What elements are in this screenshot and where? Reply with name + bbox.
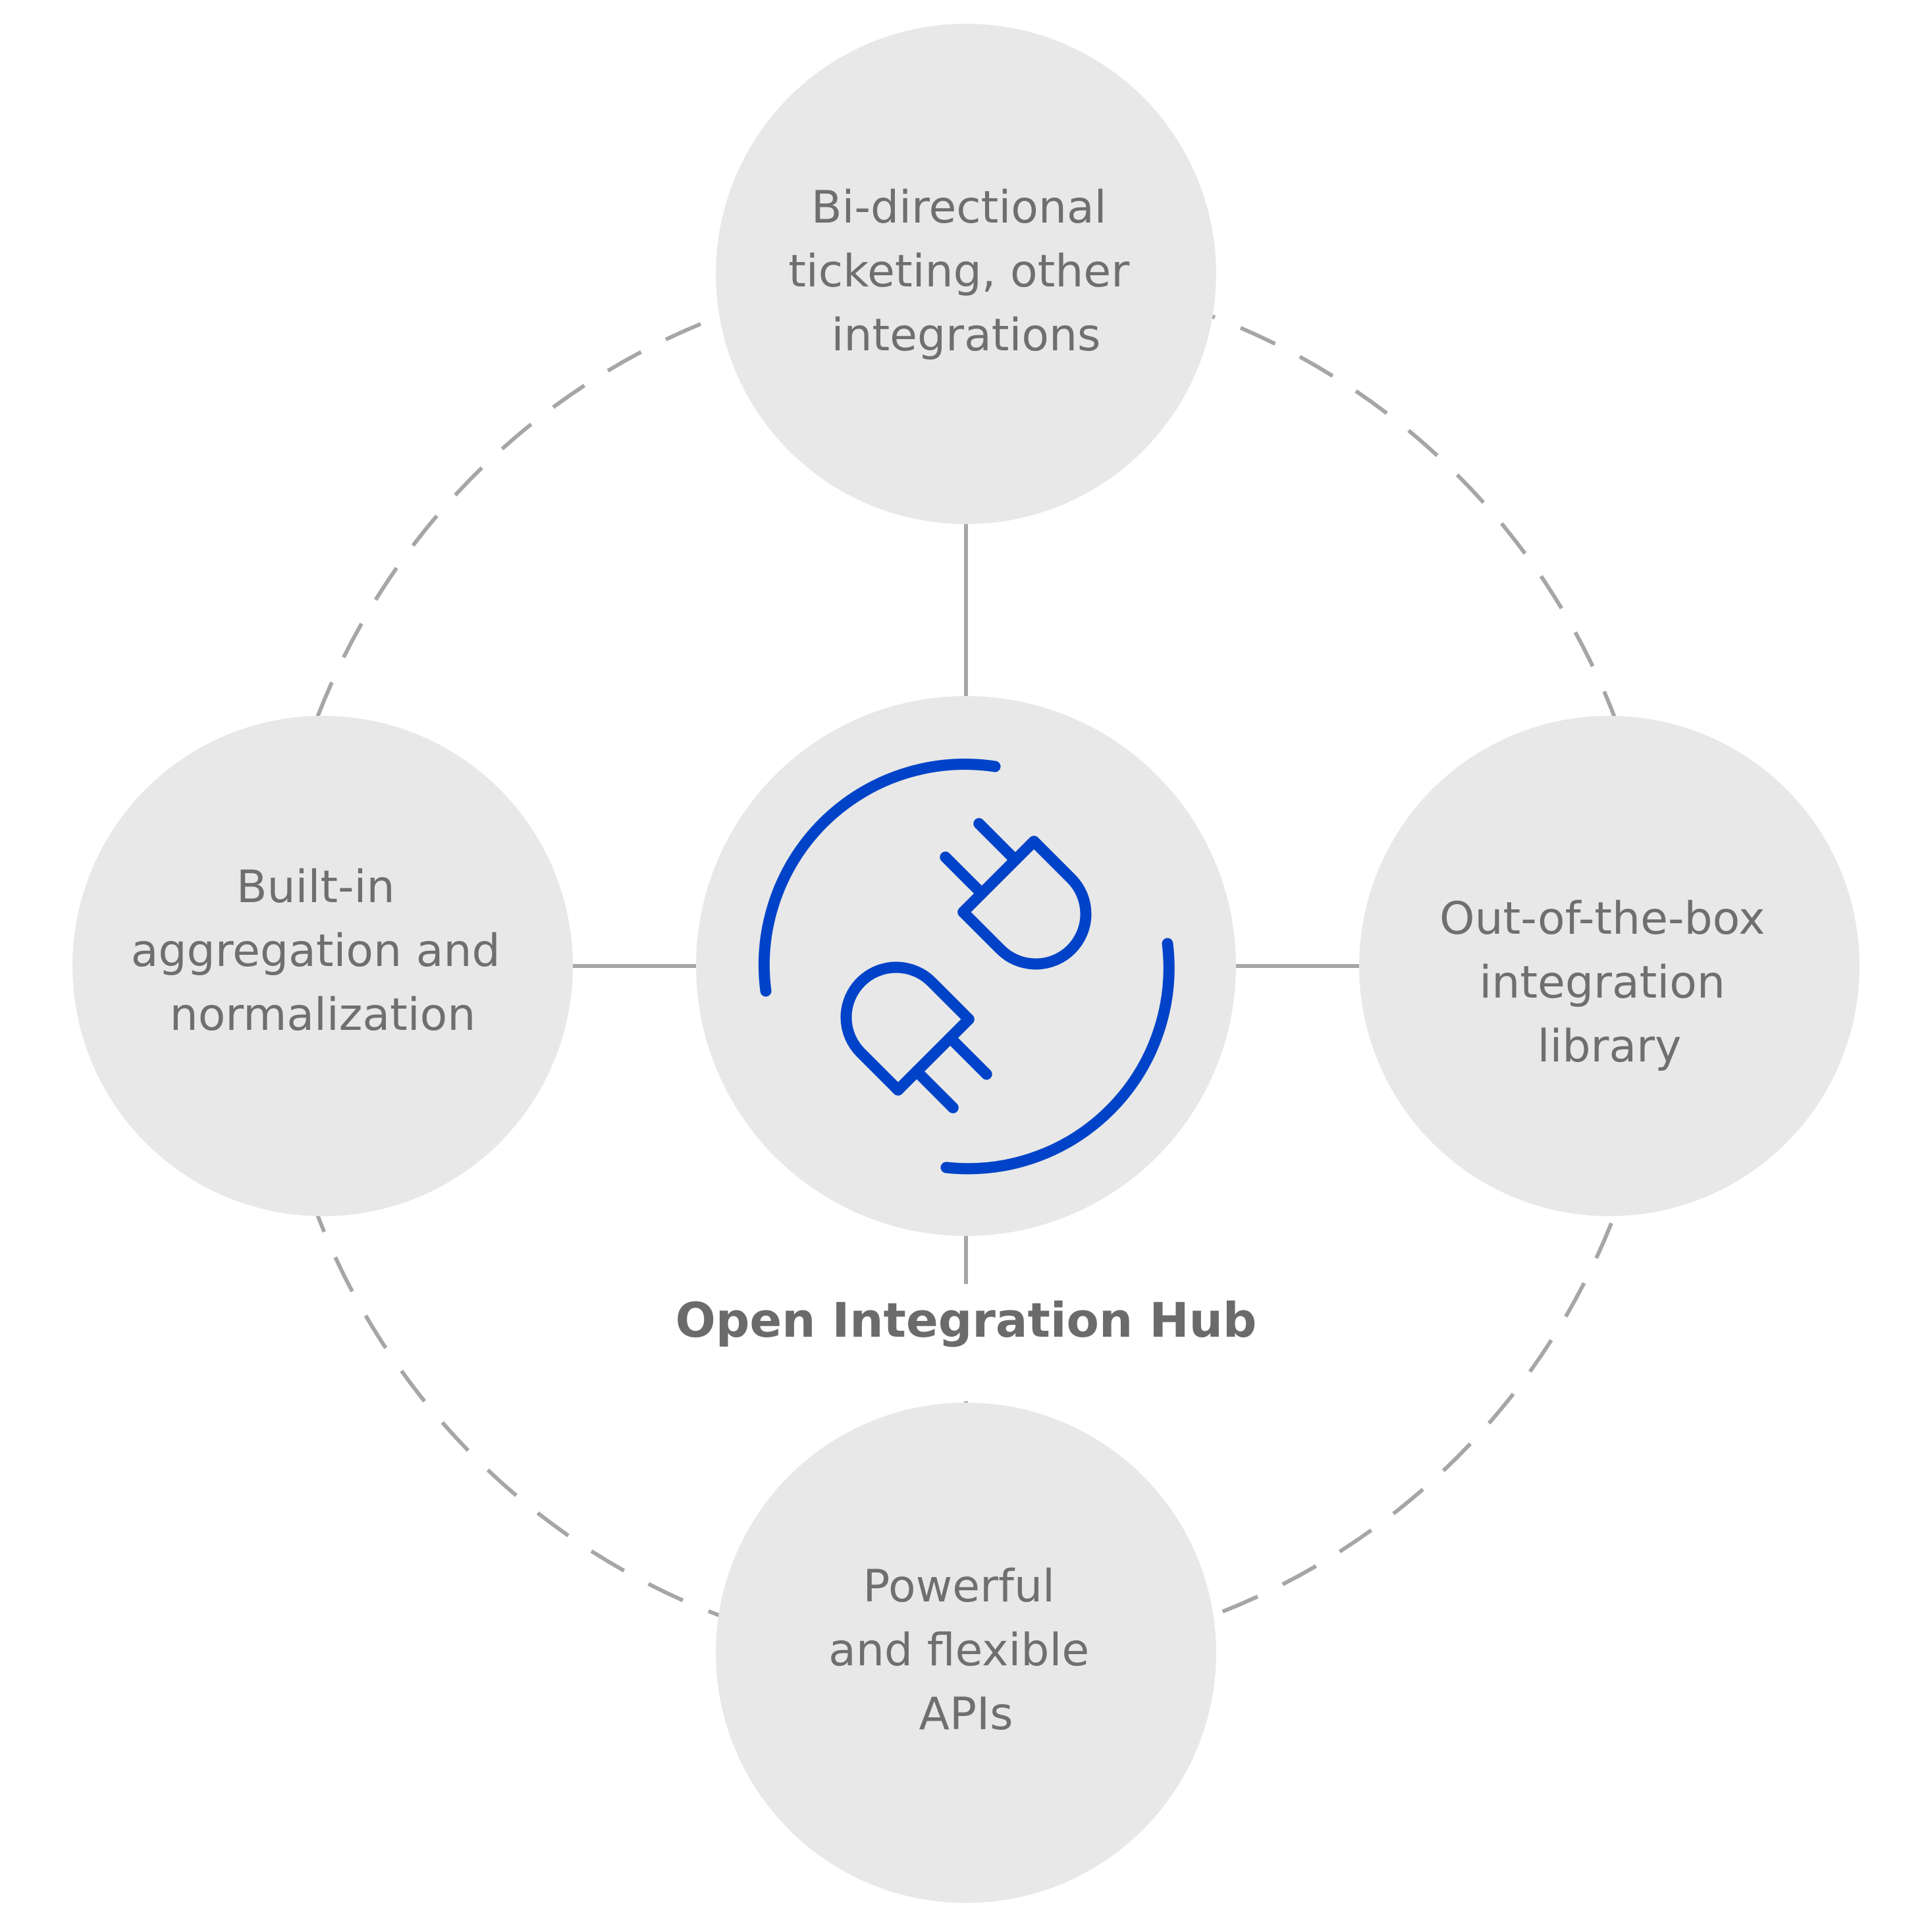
node-circle-left	[72, 716, 573, 1216]
node-line: aggregation and	[131, 925, 500, 977]
node-text-top: Bi-directional ticketing, other integrat…	[788, 182, 1144, 362]
node-text-bottom: Powerful and flexible APIs	[828, 1561, 1104, 1740]
node-text-right: Out-of-the-box integration library	[1439, 893, 1779, 1073]
node-line: ticketing, other	[788, 246, 1129, 298]
hub-title: Open Integration Hub	[676, 1293, 1257, 1348]
node-line: Out-of-the-box	[1439, 893, 1765, 945]
hub-circle	[696, 696, 1236, 1236]
node-line: integrations	[832, 309, 1101, 362]
node-line: APIs	[919, 1688, 1013, 1740]
node-circle-bottom	[716, 1403, 1216, 1903]
node-line: Bi-directional	[811, 182, 1107, 234]
node-circle-right	[1359, 716, 1860, 1216]
plug-connector-icon	[758, 759, 1175, 1175]
node-line: Powerful	[863, 1561, 1055, 1613]
node-line: integration	[1479, 957, 1725, 1009]
node-text-left: Built-in aggregation and normalization	[131, 861, 515, 1041]
node-line: Built-in	[236, 861, 395, 913]
node-line: normalization	[170, 989, 476, 1041]
node-circle-top	[716, 24, 1216, 524]
node-line: library	[1538, 1021, 1682, 1073]
node-line: and flexible	[828, 1624, 1089, 1677]
